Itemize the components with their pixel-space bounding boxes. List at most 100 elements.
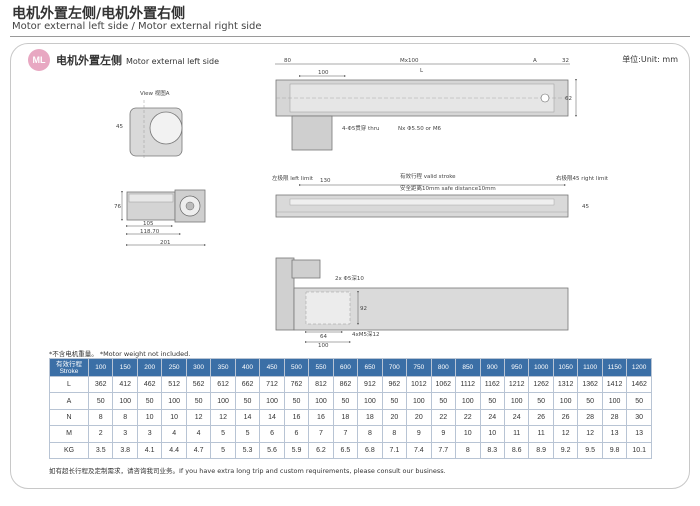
table-cell: 100 xyxy=(161,392,187,410)
unit-label: 单位:Unit: mm xyxy=(622,55,678,64)
table-cell: 14 xyxy=(234,408,261,427)
top-view: 80 100 Mx100 A 32 L 62 4-Φ5贯穿 thru Nx Φ5… xyxy=(275,58,577,151)
table-header-cell: 850 xyxy=(455,358,481,377)
table-cell: 762 xyxy=(283,375,310,394)
table-cell: 8 xyxy=(381,425,408,443)
table-cell: 100 xyxy=(112,392,138,410)
table-cell: 5.3 xyxy=(234,441,261,459)
table-cell: 10.1 xyxy=(626,441,652,459)
table-cell: 5 xyxy=(210,441,236,459)
table-cell: 5.9 xyxy=(283,441,310,459)
table-cell: 20 xyxy=(406,408,432,427)
table-cell: 30 xyxy=(626,408,652,427)
hole-b-label: 4xM5深12 xyxy=(352,330,380,338)
custom-footnote: 如有超长行程及定制需求，请咨询我司业务。If you have extra lo… xyxy=(49,467,446,475)
table-cell: 6.2 xyxy=(308,441,334,459)
table-cell: 100 xyxy=(210,392,236,410)
side-view: 左极限 left limit 130 有效行程 valid stroke 安全距… xyxy=(272,172,609,218)
table-cell: 4 xyxy=(185,425,212,443)
table-cell: 24 xyxy=(479,408,505,427)
table-header-cell: 1150 xyxy=(601,358,628,377)
table-cell: 7.7 xyxy=(430,441,457,459)
table-header-label: 有效行程 Stroke xyxy=(49,358,89,377)
table-cell: 9 xyxy=(406,425,432,443)
section-title: 电机外置左侧 Motor external left side xyxy=(56,52,219,68)
hole-a-label: 2x Φ5深10 xyxy=(335,274,364,282)
table-cell: 412 xyxy=(112,375,138,394)
dim-201: 201 xyxy=(160,240,171,246)
table-cell: 712 xyxy=(259,375,285,394)
page-header: 电机外置左侧/电机外置右侧 Motor external left side /… xyxy=(0,0,700,40)
table-cell: 7 xyxy=(308,425,334,443)
table-cell: 16 xyxy=(283,408,310,427)
left-limit-label: 左极限 left limit xyxy=(272,174,314,182)
table-cell: 812 xyxy=(308,375,334,394)
front-view: 105 118.70 201 76 xyxy=(114,189,206,246)
table-cell: 1062 xyxy=(430,375,457,394)
table-cell: 9.8 xyxy=(601,441,628,459)
table-cell: 12 xyxy=(552,425,579,443)
table-header-cell: 1200 xyxy=(626,358,652,377)
table-header-cell: 700 xyxy=(381,358,408,377)
table-cell: 10 xyxy=(455,425,481,443)
table-cell: 50 xyxy=(283,392,310,410)
table-cell: 16 xyxy=(308,408,334,427)
table-cell: 11 xyxy=(528,425,554,443)
table-cell: 100 xyxy=(455,392,481,410)
table-cell: 28 xyxy=(601,408,628,427)
row-label: N xyxy=(49,408,89,427)
table-cell: 8 xyxy=(87,408,114,427)
table-cell: 50 xyxy=(381,392,408,410)
end-view: View 视图A 45 xyxy=(116,89,183,160)
end-view-dim: 45 xyxy=(116,124,123,130)
table-cell: 26 xyxy=(552,408,579,427)
table-cell: 1112 xyxy=(455,375,481,394)
table-cell: 862 xyxy=(332,375,359,394)
table-cell: 50 xyxy=(626,392,652,410)
table-cell: 50 xyxy=(528,392,554,410)
table-header-cell: 200 xyxy=(136,358,163,377)
table-cell: 8.6 xyxy=(503,441,530,459)
table-cell: 912 xyxy=(357,375,383,394)
table-header-cell: 150 xyxy=(112,358,138,377)
table-header-cell: 350 xyxy=(210,358,236,377)
table-cell: 6.8 xyxy=(357,441,383,459)
section-title-en: Motor external left side xyxy=(126,57,220,66)
table-cell: 362 xyxy=(87,375,114,394)
table-cell: 28 xyxy=(577,408,603,427)
header-label-en: Stroke xyxy=(59,367,79,375)
table-cell: 6 xyxy=(283,425,310,443)
table-cell: 12 xyxy=(210,408,236,427)
table-cell: 18 xyxy=(357,408,383,427)
table-header-cell: 800 xyxy=(430,358,457,377)
table-cell: 3 xyxy=(136,425,163,443)
table-cell: 22 xyxy=(455,408,481,427)
weight-note: *不含电机重量。 *Motor weight not included. xyxy=(49,350,191,358)
table-header-cell: 1100 xyxy=(577,358,603,377)
table-cell: 962 xyxy=(381,375,408,394)
table-cell: 3 xyxy=(112,425,138,443)
table-cell: 20 xyxy=(381,408,408,427)
table-cell: 9 xyxy=(430,425,457,443)
table-cell: 7.1 xyxy=(381,441,408,459)
table-header-cell: 750 xyxy=(406,358,432,377)
table-cell: 7.4 xyxy=(406,441,432,459)
right-limit-label: 右极限45 right limit xyxy=(556,174,609,182)
bottom-view: 2x Φ5深10 92 4xM5深12 64 100 xyxy=(275,257,569,349)
table-cell: 12 xyxy=(185,408,212,427)
section-title-cn: 电机外置左侧 xyxy=(56,54,122,67)
table-cell: 3.5 xyxy=(87,441,114,459)
table-cell: 50 xyxy=(577,392,603,410)
dim-32: 32 xyxy=(562,58,569,64)
dim-80: 80 xyxy=(284,58,291,64)
row-label: KG xyxy=(49,441,89,459)
model-badge: ML xyxy=(28,49,50,71)
table-cell: 50 xyxy=(234,392,261,410)
safety-label: 安全距离10mm safe distance10mm xyxy=(400,184,496,192)
dim-45: 45 xyxy=(582,204,589,210)
table-cell: 100 xyxy=(357,392,383,410)
table-cell: 6.5 xyxy=(332,441,359,459)
table-header-cell: 900 xyxy=(479,358,505,377)
